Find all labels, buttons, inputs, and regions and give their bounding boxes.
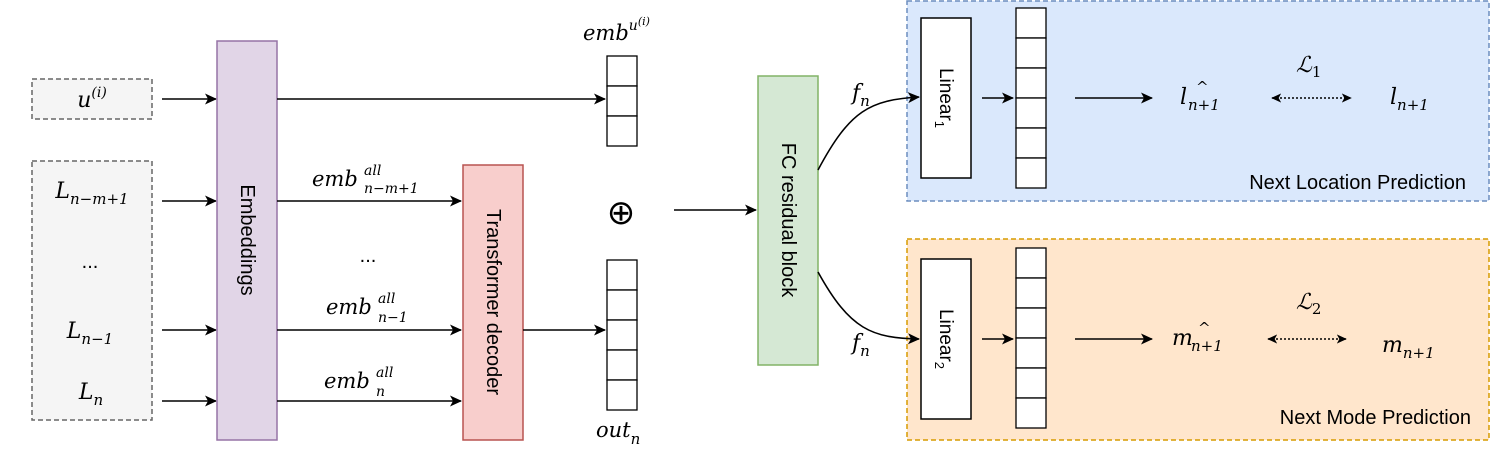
concat-symbol: ⊕ <box>607 194 636 232</box>
location-loss: ℒ1 <box>1296 53 1321 81</box>
input-last: Ln <box>78 380 103 409</box>
linear1-label: Linear1 <box>933 68 957 128</box>
location-true: ln+1 <box>1390 85 1429 114</box>
mode-true: mn+1 <box>1382 333 1435 362</box>
mode-loss: ℒ2 <box>1296 290 1321 318</box>
input-dots: ... <box>82 251 99 273</box>
linear2-label: Linear2 <box>933 309 957 369</box>
emb-dots-label: ... <box>360 245 377 267</box>
linear2-block <box>920 258 972 420</box>
mode-logits-vector <box>1015 247 1047 429</box>
user-input-label: u(i) <box>77 85 107 113</box>
f-top-label: fn <box>850 81 870 110</box>
out-label: outn <box>596 418 640 448</box>
mode-panel-label: Next Mode Prediction <box>1280 407 1471 429</box>
f-bottom-label: fn <box>850 331 870 360</box>
arrow-fc-to-linear1 <box>817 92 920 171</box>
location-pred: l^n+1 <box>1180 78 1220 114</box>
emb-user-label: embu(i) <box>583 15 650 45</box>
out-vector <box>606 259 638 411</box>
embeddings-block <box>216 40 278 441</box>
input-second-last: Ln−1 <box>66 319 113 348</box>
mode-pred: m^n+1 <box>1172 319 1223 355</box>
user-input-box <box>31 78 153 120</box>
transformer-decoder-label: Transformer decoder <box>482 209 504 395</box>
transformer-decoder-block <box>462 164 524 441</box>
fc-residual-block <box>757 75 819 366</box>
arrow-fc-to-linear2 <box>817 271 920 345</box>
linear1-block <box>920 17 972 179</box>
location-panel-label: Next Location Prediction <box>1249 172 1466 194</box>
embeddings-label: Embeddings <box>236 184 258 295</box>
location-logits-vector <box>1015 7 1047 189</box>
fc-residual-label: FC residual block <box>777 143 799 299</box>
input-first: Ln−m+1 <box>54 179 128 208</box>
user-embedding-vector <box>606 55 638 147</box>
location-sequence-box <box>31 160 153 421</box>
